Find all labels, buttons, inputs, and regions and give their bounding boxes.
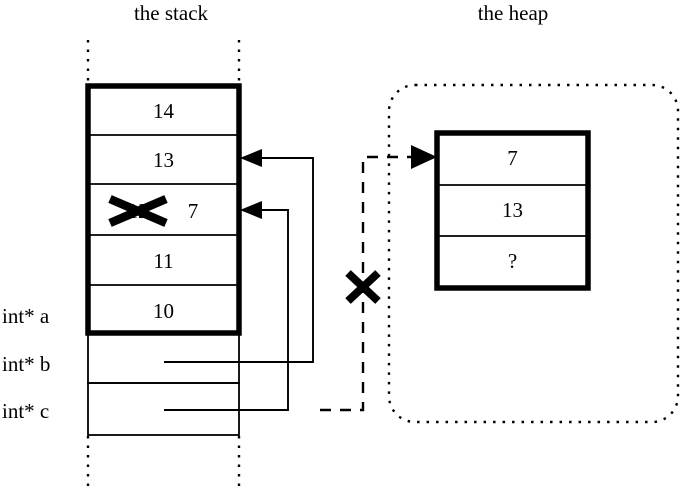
arrowhead-dashed-to-heap [411, 145, 437, 169]
pointer-line-b-to-stack [164, 157, 314, 363]
heap-boundary [387, 83, 680, 424]
crossed-value-x-mark [108, 195, 168, 227]
variable-label-a: int* a [2, 304, 50, 328]
stack-cell-13-value: 13 [153, 148, 174, 172]
stack-title: the stack [133, 1, 209, 25]
arrowhead-c-to-stack [240, 201, 262, 219]
pointer-cell-b-box [87, 333, 240, 384]
stack-cell-11-value: 11 [153, 249, 174, 273]
arrowhead-b-to-stack [240, 149, 262, 167]
heap-cell-13-value: 13 [502, 198, 523, 222]
stack-cell-crossed-new-value: 7 [187, 199, 199, 223]
stack-block-outline [85, 83, 242, 336]
heap-cell-7-value: 7 [507, 146, 518, 170]
stack-cell-10-value: 10 [153, 299, 174, 323]
pointer-line-c-to-stack [164, 209, 289, 411]
heap-block-outline [434, 130, 591, 291]
heap-title: the heap [477, 1, 549, 25]
heap-cell-unknown-value: ? [507, 249, 518, 273]
stack-cell-crossed-old-value: 12 [127, 199, 149, 223]
broken-pointer-x-mark [345, 270, 381, 304]
variable-label-b: int* b [2, 352, 51, 376]
pointer-cell-c-box [87, 382, 240, 436]
variable-label-c: int* c [2, 399, 50, 423]
stack-cell-14-value: 14 [153, 99, 174, 123]
